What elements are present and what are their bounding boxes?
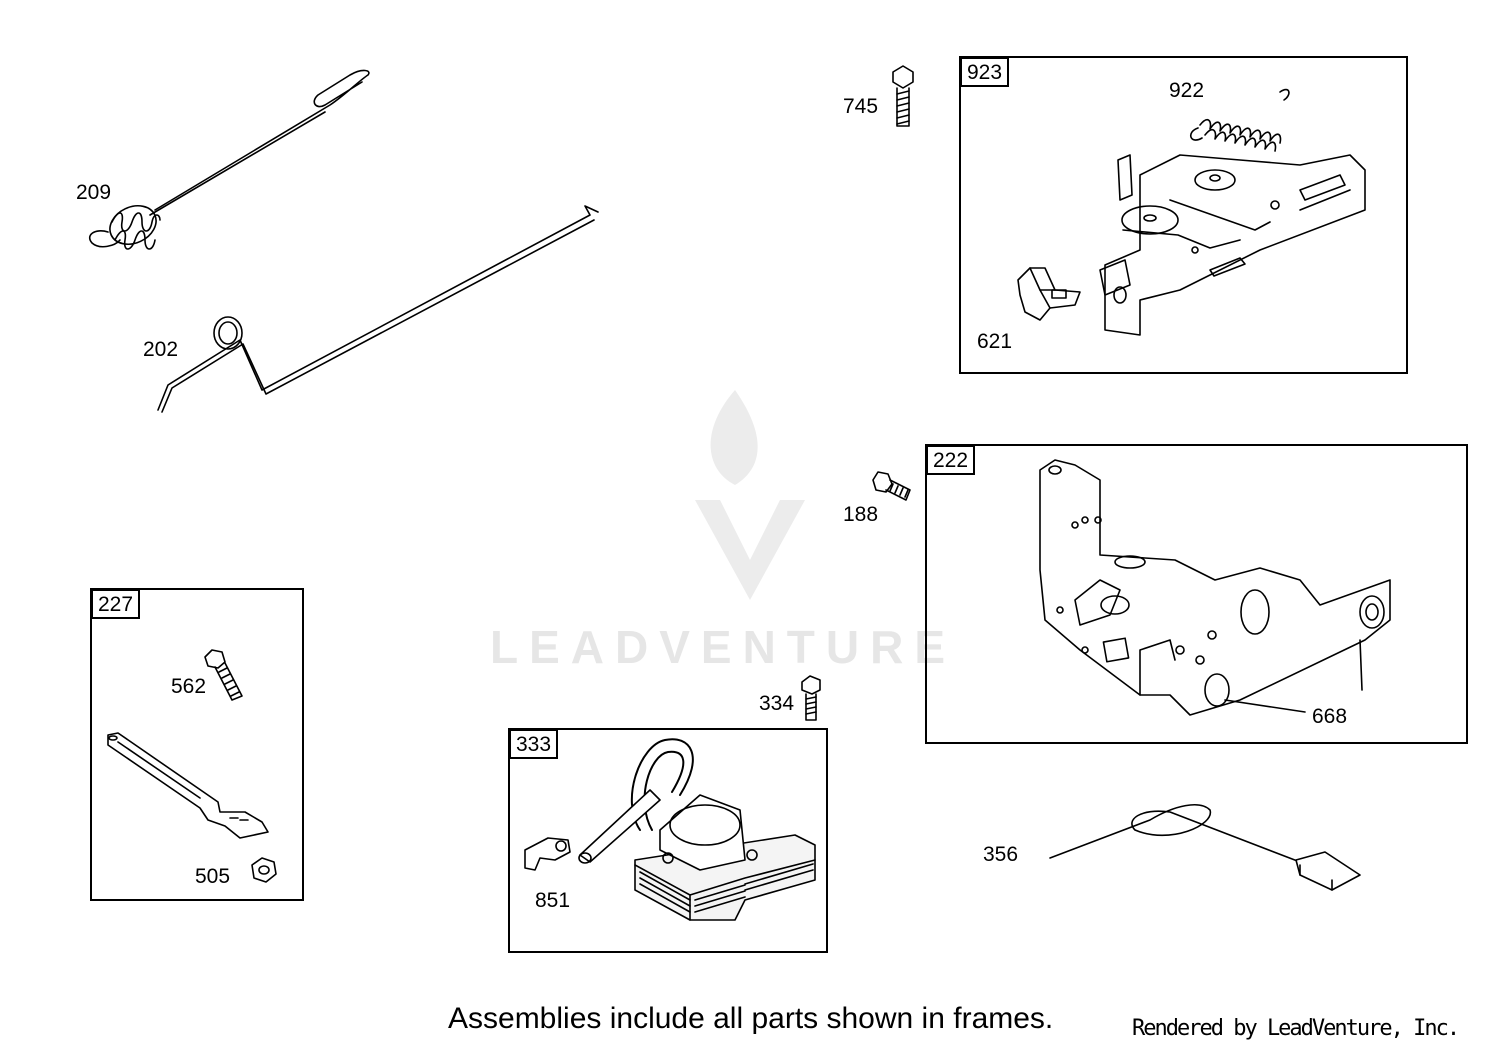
screw-188-drawing bbox=[872, 471, 911, 501]
screw-334-drawing bbox=[801, 675, 821, 721]
spring-922-drawing bbox=[1190, 88, 1290, 152]
frame-tag-923: 923 bbox=[960, 57, 1010, 88]
part-label-851: 851 bbox=[535, 889, 571, 912]
bolt-562-drawing bbox=[204, 649, 243, 701]
part-label-334: 334 bbox=[759, 692, 795, 715]
wire-356-drawing bbox=[1049, 804, 1361, 891]
clip-621-drawing bbox=[1017, 267, 1081, 321]
part-label-202: 202 bbox=[143, 338, 179, 361]
frame-tag-222: 222 bbox=[926, 445, 976, 476]
rod-202-drawing bbox=[157, 205, 599, 413]
spring-209-drawing bbox=[88, 69, 370, 250]
bracket-222-drawing bbox=[1039, 459, 1391, 716]
part-label-209: 209 bbox=[76, 181, 112, 204]
part-label-922: 922 bbox=[1169, 79, 1205, 102]
frame-tag-333: 333 bbox=[509, 729, 559, 760]
lever-227-drawing bbox=[107, 732, 269, 839]
render-credit: Rendered by LeadVenture, Inc. bbox=[1132, 1016, 1460, 1041]
part-label-621: 621 bbox=[977, 330, 1013, 353]
part-label-668: 668 bbox=[1312, 705, 1348, 728]
assembly-frame-227: 227 bbox=[90, 588, 304, 901]
control-plate-923-drawing bbox=[1099, 154, 1366, 336]
assemblies-note: Assemblies include all parts shown in fr… bbox=[448, 1002, 1054, 1035]
bolt-745-drawing bbox=[892, 65, 914, 127]
assembly-frame-333: 333 bbox=[508, 728, 828, 953]
armature-333-drawing bbox=[578, 738, 816, 921]
part-label-505: 505 bbox=[195, 865, 231, 888]
clip-851-drawing bbox=[524, 837, 571, 871]
frame-tag-227: 227 bbox=[91, 589, 141, 620]
part-label-562: 562 bbox=[171, 675, 207, 698]
part-label-188: 188 bbox=[843, 503, 879, 526]
nut-505-drawing bbox=[251, 857, 277, 883]
part-label-745: 745 bbox=[843, 95, 879, 118]
assembly-frame-923: 923 bbox=[959, 56, 1408, 374]
part-label-356: 356 bbox=[983, 843, 1019, 866]
watermark-text: LEADVENTURE bbox=[490, 621, 957, 673]
assembly-frame-222: 222 bbox=[925, 444, 1468, 744]
